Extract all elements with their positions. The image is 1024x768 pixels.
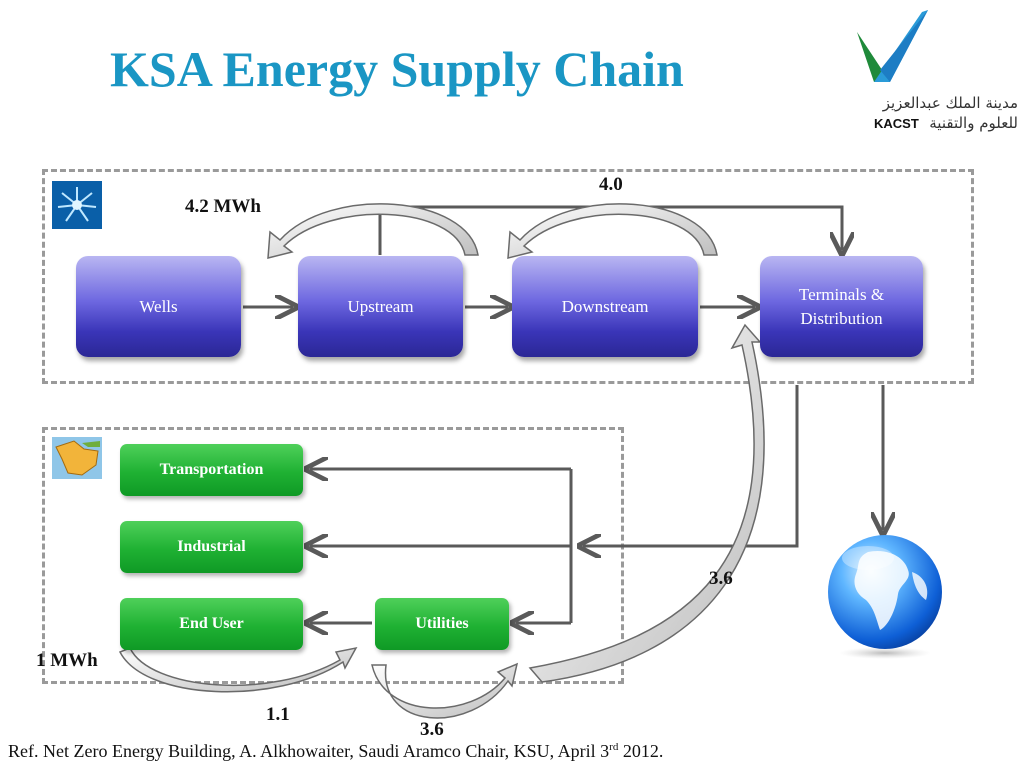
downstream-flow-label: 4.0	[599, 174, 623, 195]
kacst-logo: مدينة الملك عبدالعزيز للعلوم والتقنية KA…	[852, 10, 1022, 140]
transportation-node: Transportation	[120, 444, 303, 496]
utilities-loss-curve	[371, 662, 519, 719]
enduser-loss-label: 1.1	[266, 704, 290, 725]
downstream-loss-curve	[507, 203, 718, 259]
enduser-loss-curve	[118, 646, 358, 693]
reference-citation: Ref. Net Zero Energy Building, A. Alkhow…	[8, 741, 663, 762]
logo-arabic-line1: مدينة الملك عبدالعزيز	[882, 94, 1018, 112]
upstream-node: Upstream	[298, 256, 463, 357]
globe-icon	[826, 530, 944, 660]
aramco-icon	[52, 181, 102, 229]
terminals-to-industrial-arrow	[583, 385, 799, 546]
logo-arabic-line2: للعلوم والتقنية	[929, 114, 1018, 132]
reference-superscript: rd	[609, 741, 619, 753]
utilities-flow-label: 3.6	[709, 568, 733, 589]
saudi-map-icon	[52, 437, 102, 479]
utilities-loss-label: 3.6	[420, 719, 444, 740]
utilities-node: Utilities	[375, 598, 509, 650]
industrial-node: Industrial	[120, 521, 303, 573]
input-energy-label: 4.2 MWh	[185, 196, 261, 217]
page-title: KSA Energy Supply Chain	[110, 41, 684, 97]
reference-text: Ref. Net Zero Energy Building, A. Alkhow…	[8, 741, 610, 761]
supply-chain-frame	[42, 169, 974, 384]
wells-node: Wells	[76, 256, 241, 357]
logo-abbr: KACST	[874, 116, 919, 131]
kacst-v-icon	[857, 10, 928, 82]
upstream-loss-curve	[267, 203, 479, 259]
end-user-node: End User	[120, 598, 303, 650]
utilities-to-terminals-curve	[528, 323, 765, 683]
demand-frame	[42, 427, 624, 684]
downstream-node: Downstream	[512, 256, 698, 357]
terminals-distribution-node: Terminals & Distribution	[760, 256, 923, 357]
end-energy-label: 1 MWh	[36, 650, 98, 671]
reference-year: 2012.	[618, 741, 664, 761]
